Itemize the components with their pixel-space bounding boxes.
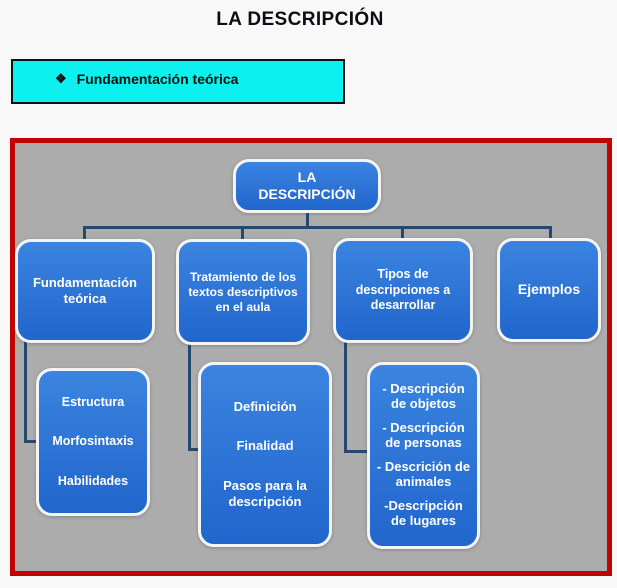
list-item: Habilidades: [57, 473, 129, 488]
connector-root-stub: [306, 209, 309, 227]
list-item: Finalidad: [236, 438, 294, 454]
elbow-tratamiento-horizontal: [188, 448, 201, 451]
list-item: Estructura: [61, 394, 125, 409]
node-fundamentacion-sublist: Estructura Morfosintaxis Habilidades: [36, 368, 150, 516]
diamond-bullet-icon: ❖: [55, 70, 67, 86]
list-item: -Descripción de lugares: [384, 498, 463, 528]
elbow-fundamentacion-vertical: [24, 340, 27, 443]
list-item: Definición: [233, 398, 297, 414]
elbow-tipos-horizontal: [344, 450, 370, 453]
connector-drop-tipos: [401, 226, 404, 241]
page-title: LA DESCRIPCIÓN: [216, 9, 384, 30]
node-la-descripcion: LA DESCRIPCIÓN: [233, 159, 381, 213]
node-fundamentacion-label: Fundamentación teórica: [32, 274, 137, 306]
list-item: Pasos para la descripción: [223, 478, 307, 510]
concept-map-canvas: LA DESCRIPCIÓN Fundamentación teórica Tr…: [10, 138, 612, 576]
node-tipos-descripciones: Tipos de descripciones a desarrollar: [333, 238, 473, 343]
connector-drop-ejemplos: [549, 226, 552, 241]
connector-horizontal-rail: [83, 226, 552, 229]
node-ejemplos-label: Ejemplos: [517, 281, 581, 298]
node-la-descripcion-line2: DESCRIPCIÓN: [258, 186, 356, 202]
list-item: - Descripción de personas: [382, 420, 465, 450]
node-fundamentacion-teorica: Fundamentación teórica: [15, 239, 155, 343]
elbow-tratamiento-vertical: [188, 341, 191, 451]
node-tratamiento-label: Tratamiento de los textos descriptivos e…: [188, 269, 298, 314]
node-ejemplos: Ejemplos: [497, 238, 601, 342]
node-tratamiento-sublist: Definición Finalidad Pasos para la descr…: [198, 362, 332, 547]
legend-banner: ❖ Fundamentación teórica: [11, 59, 345, 104]
elbow-fundamentacion-horizontal: [24, 440, 39, 443]
list-item: - Descripción de objetos: [382, 381, 465, 412]
elbow-tipos-vertical: [344, 339, 347, 453]
node-tratamiento-textos: Tratamiento de los textos descriptivos e…: [176, 239, 310, 345]
legend-banner-label: Fundamentación teórica: [76, 70, 239, 87]
connector-drop-tratamiento: [241, 226, 244, 241]
list-item: - Descrición de animales: [376, 459, 471, 489]
connector-drop-fundamentacion: [83, 226, 86, 241]
list-item: Morfosintaxis: [52, 434, 134, 449]
node-tipos-label: Tipos de descripciones a desarrollar: [355, 267, 451, 313]
node-tipos-sublist: - Descripción de objetos - Descripción d…: [367, 362, 480, 549]
node-la-descripcion-line1: LA: [297, 168, 317, 185]
